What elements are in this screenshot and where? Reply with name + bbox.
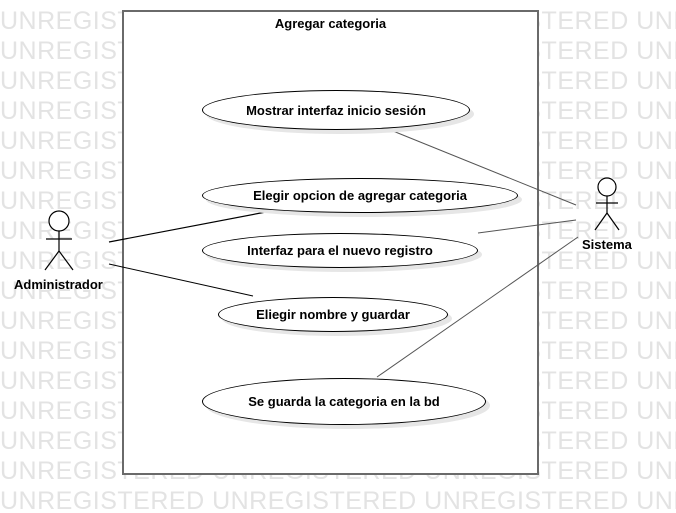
association-sistema-mostrar (387, 128, 577, 206)
association-admin-nombre-guardar (108, 263, 254, 297)
usecase-guarda-bd[interactable]: Se guarda la categoria en la bd (202, 378, 486, 425)
association-sistema-interfaz-registro (477, 219, 577, 234)
usecase-mostrar-interfaz[interactable]: Mostrar interfaz inicio sesión (202, 90, 470, 130)
association-sistema-guarda-bd (376, 236, 579, 378)
usecase-elegir-opcion[interactable]: Elegir opcion de agregar categoria (202, 178, 518, 213)
administrador-actor-icon[interactable] (44, 210, 74, 271)
sistema-label: Sistema (582, 237, 632, 252)
usecase-label: Mostrar interfaz inicio sesión (246, 102, 426, 118)
association-admin-elegir-opcion (108, 211, 267, 243)
usecase-label: Interfaz para el nuevo registro (247, 243, 433, 258)
usecase-label: Elegir opcion de agregar categoria (253, 188, 467, 203)
usecase-interfaz-registro[interactable]: Interfaz para el nuevo registro (202, 233, 478, 268)
administrador-label: Administrador (14, 277, 103, 292)
sistema-actor-icon[interactable] (594, 177, 620, 231)
usecase-label: Eliegir nombre y guardar (256, 307, 410, 322)
usecase-label: Se guarda la categoria en la bd (248, 394, 440, 409)
usecase-nombre-guardar[interactable]: Eliegir nombre y guardar (218, 297, 448, 332)
system-title: Agregar categoria (274, 16, 387, 31)
